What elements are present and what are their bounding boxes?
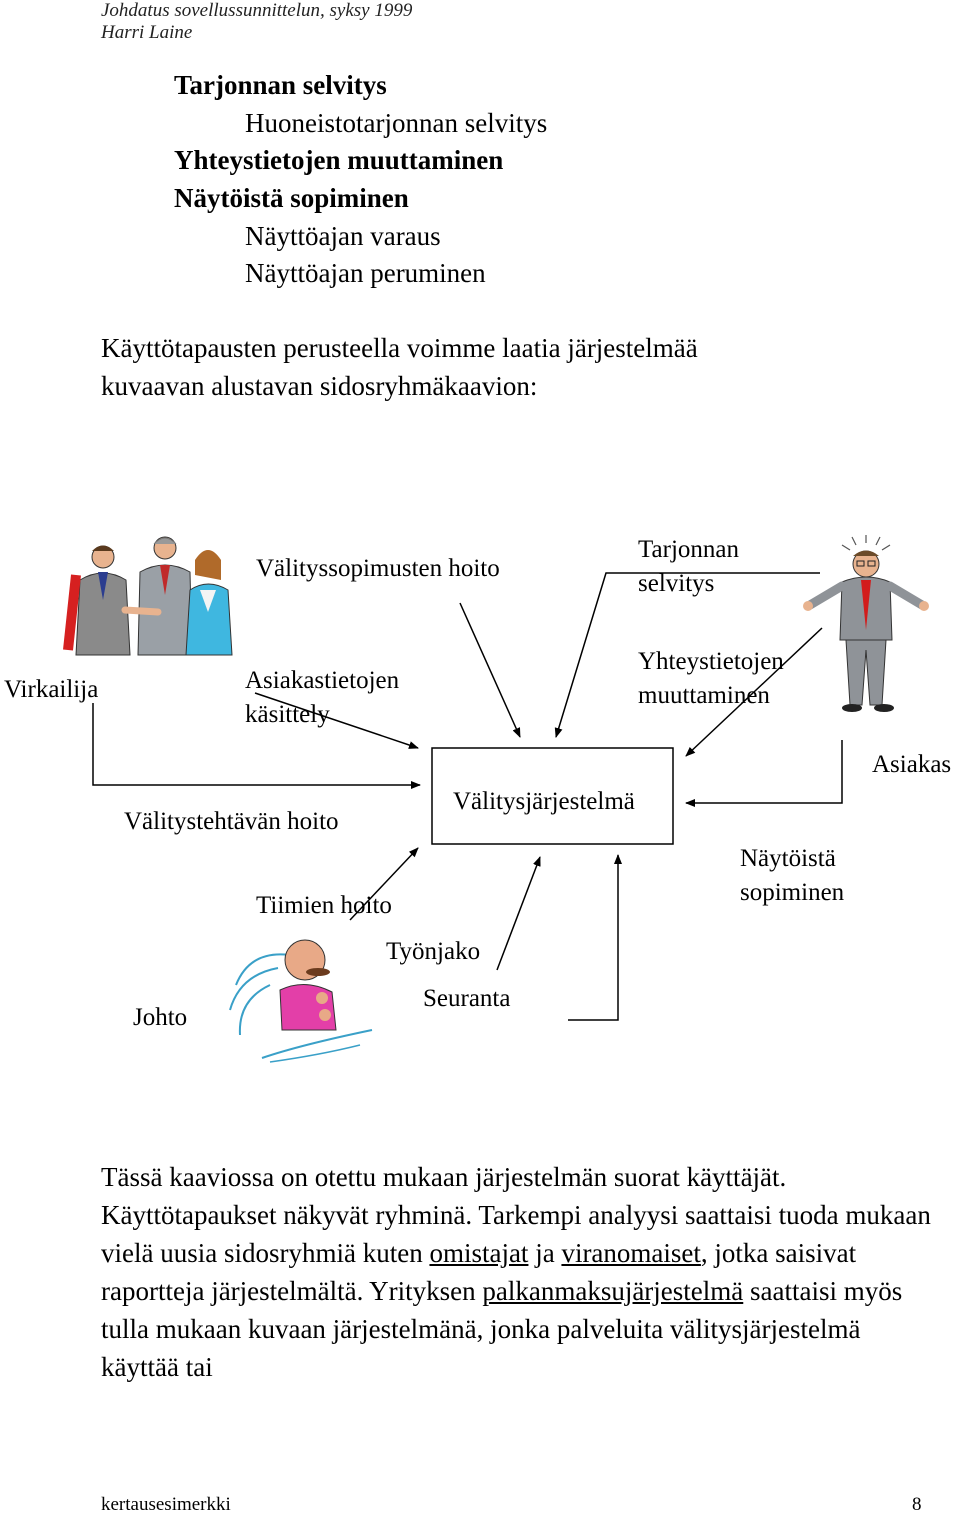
header-course: Johdatus sovellussunnittelun, syksy 1999 [101,0,413,21]
asiakas-person-icon [803,535,929,712]
intro-line: kuvaavan alustavan sidosryhmäkaavion: [101,371,538,401]
actor-asiakas: Asiakas [872,751,952,778]
edge-tiimien [349,847,419,921]
johto-manager-icon [229,939,373,1063]
edge-tyonjako [496,856,541,971]
usecase-tiimien: Tiimien hoito [256,892,392,919]
usecase-seuranta: Seuranta [423,985,511,1012]
edge-seuranta [568,854,622,1021]
list-item: Näyttöajan varaus [245,221,441,251]
paragraph-text: ja [528,1238,562,1268]
usecase-asiakastiedot-2: käsittely [245,701,330,728]
paragraph-text: Tässä kaaviossa on otettu mukaan järjest… [101,1162,931,1268]
usecase-valitystehtava: Välitystehtävän hoito [124,808,339,835]
virkailija-people-icon [63,536,233,656]
list-item: Näyttöajan peruminen [245,258,486,288]
usecase-valityssopimusten: Välityssopimusten hoito [256,555,500,582]
page-number: 8 [912,1494,922,1515]
term-palkanmaksujarjestelma: palkanmaksujärjestelmä [482,1276,744,1306]
usecase-naytoista-1: Näytöistä [740,845,836,872]
list-item: Huoneistotarjonnan selvitys [245,108,548,138]
list-item: Näytöistä sopiminen [174,183,409,213]
term-omistajat: omistajat [429,1238,529,1268]
usecase-naytoista-2: sopiminen [740,879,845,906]
edge-asiakastiedot [254,692,419,749]
paragraph-text: , jotka saisivat raportteja järjestelmäl… [101,1238,857,1306]
edge-tarjonnan [554,572,820,738]
usecase-yhteystiedot-1: Yhteystietojen [638,648,784,675]
usecase-asiakastiedot-1: Asiakastietojen [245,667,400,694]
edge-naytoista [685,740,843,807]
edge-yhteystiedot [685,627,823,757]
actor-johto: Johto [133,1004,188,1031]
usecase-tyonjako: Työnjako [386,938,481,965]
intro-line: Käyttötapausten perusteella voimme laati… [101,333,698,363]
paragraph-text: saattaisi myös tulla mukaan kuvaan järje… [101,1276,903,1382]
explanation-paragraph: Tässä kaaviossa on otettu mukaan järjest… [101,1158,941,1386]
usecase-tarjonnan-1: Tarjonnan [638,536,739,563]
edge-valityssopimusten [459,602,521,738]
system-box [431,747,674,845]
term-viranomaiset: viranomaiset [561,1238,701,1268]
footer-label: kertausesimerkki [101,1494,231,1515]
edge-valitystehtava [92,703,421,789]
list-item: Yhteystietojen muuttaminen [174,145,504,175]
usecase-tarjonnan-2: selvitys [638,570,715,597]
system-label: Välitysjärjestelmä [453,788,635,815]
header-author: Harri Laine [101,22,193,43]
list-item: Tarjonnan selvitys [174,70,387,100]
usecase-yhteystiedot-2: muuttaminen [638,682,770,709]
actor-virkailija: Virkailija [4,676,99,703]
